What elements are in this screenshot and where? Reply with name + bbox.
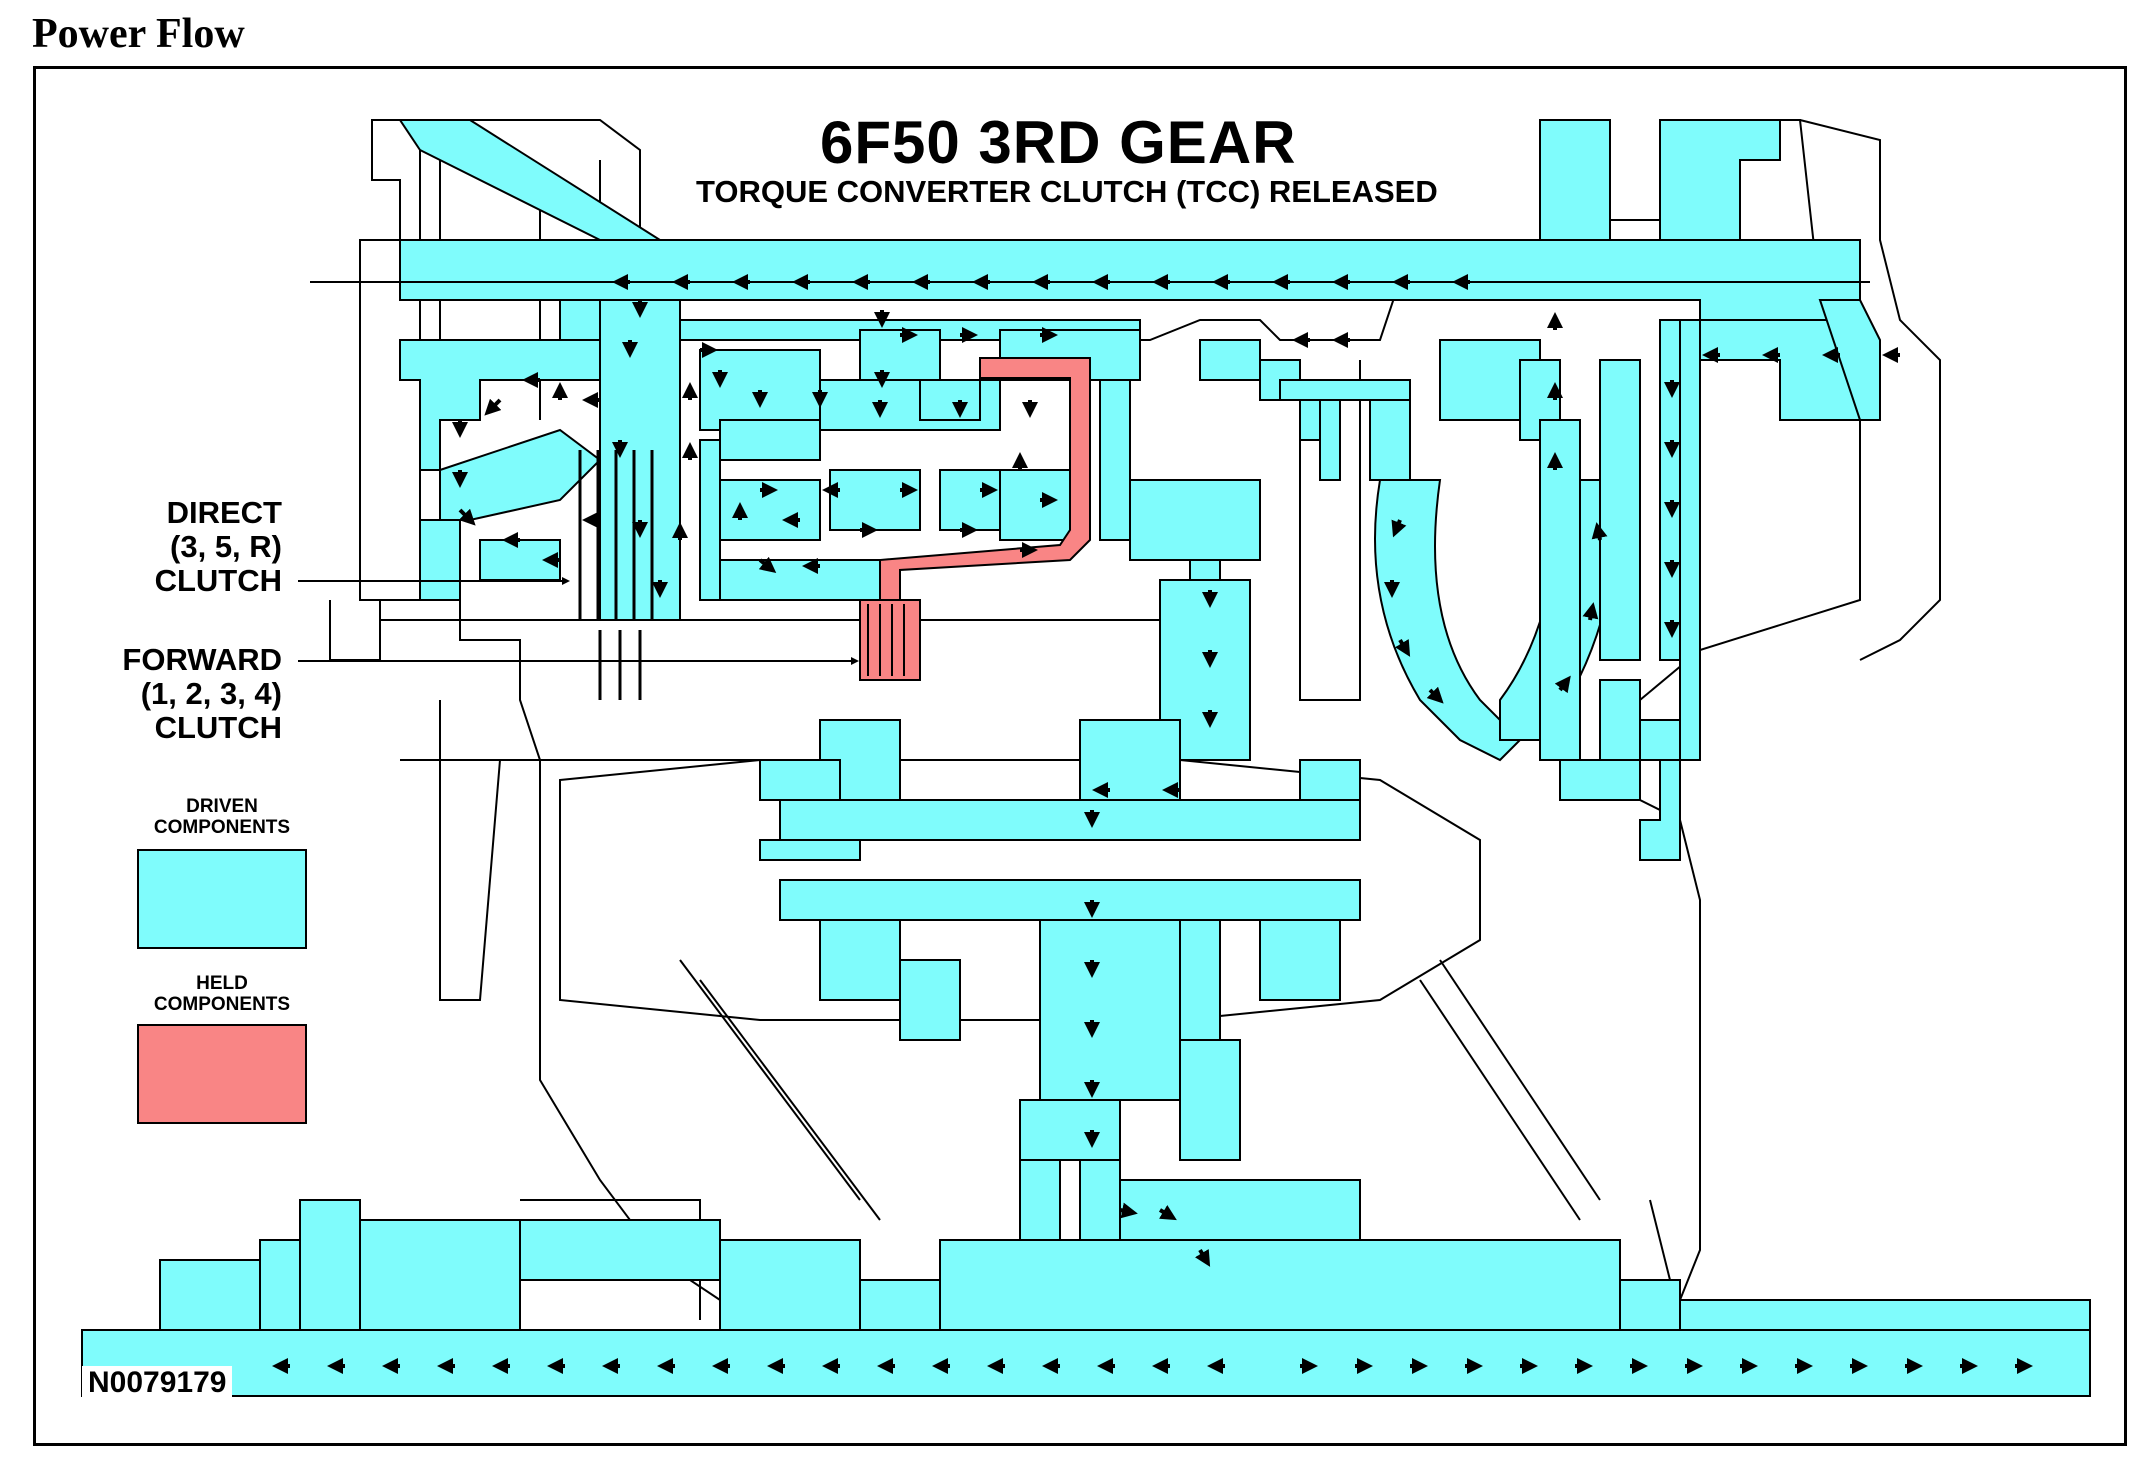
- clutch-plates: [578, 450, 654, 700]
- forward-clutch-label: FORWARD (1, 2, 3, 4) CLUTCH: [122, 642, 282, 745]
- diagram-title: 6F50 3RD GEAR: [820, 109, 1297, 176]
- legend-driven-swatch: [137, 849, 307, 949]
- direct-clutch-label: DIRECT (3, 5, R) CLUTCH: [154, 495, 282, 598]
- diagram-subtitle: TORQUE CONVERTER CLUTCH (TCC) RELEASED: [696, 174, 1438, 209]
- held-components: [859, 357, 1091, 681]
- legend-driven-label: DRIVEN COMPONENTS: [153, 796, 291, 838]
- leader-lines: [298, 577, 859, 665]
- power-flow-arrows: [272, 274, 2033, 1374]
- section-heading: Power Flow: [32, 11, 245, 57]
- driven-components: [81, 119, 2091, 1397]
- figure-frame: [33, 66, 2127, 1446]
- figure-id: N0079179: [82, 1366, 233, 1400]
- legend-held-label: HELD COMPONENTS: [153, 973, 291, 1015]
- legend-held-swatch: [137, 1024, 307, 1124]
